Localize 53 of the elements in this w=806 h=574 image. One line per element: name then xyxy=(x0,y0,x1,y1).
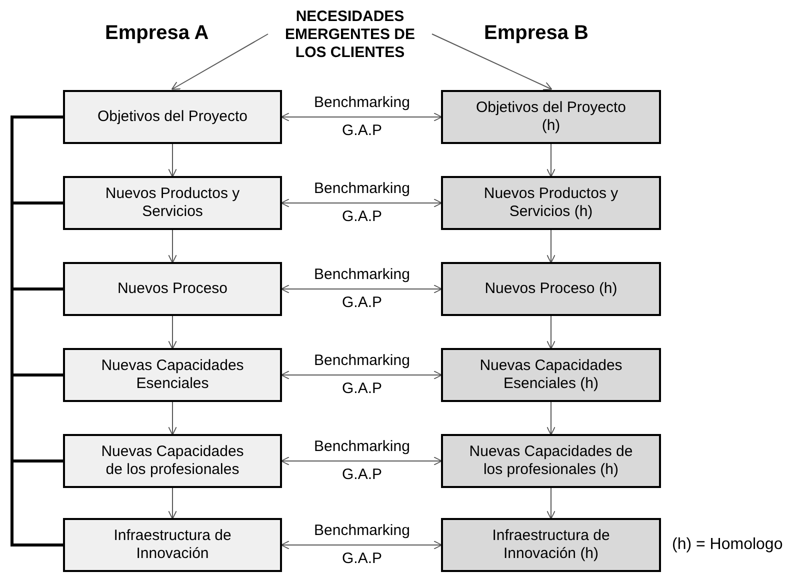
gap-label: G.A.P xyxy=(340,466,383,484)
gap-label: G.A.P xyxy=(340,294,383,312)
process-box xyxy=(441,518,661,572)
box-text: NECESIDADES EMERGENTES DE LOS CLIENTES xyxy=(284,8,416,62)
box-text: Nuevos Productos y Servicios (h) xyxy=(482,185,620,221)
column-heading: Empresa A xyxy=(105,21,209,45)
process-box xyxy=(441,90,661,144)
bracket-line xyxy=(10,116,63,546)
arrow xyxy=(546,488,556,520)
arrow xyxy=(280,198,442,208)
process-box xyxy=(63,262,282,316)
arrow xyxy=(168,230,177,264)
note-text: (h) = Homologo xyxy=(672,535,783,555)
box-text: Nuevos Proceso xyxy=(117,280,228,298)
arrow xyxy=(168,316,177,350)
arrow xyxy=(546,316,556,350)
gap-label: G.A.P xyxy=(340,208,383,226)
process-box xyxy=(441,176,661,230)
box-text: Nuevos Productos y Servicios xyxy=(104,185,241,221)
column-heading: Empresa B xyxy=(484,21,588,45)
arrow xyxy=(171,34,268,90)
box-text: Infraestructura de Innovación (h) xyxy=(491,527,611,563)
arrow xyxy=(546,144,556,178)
process-box xyxy=(441,434,661,488)
process-box xyxy=(63,348,282,402)
box-text: Objetivos del Proyecto (h) xyxy=(474,99,628,135)
gap-label: G.A.P xyxy=(340,550,383,568)
arrow xyxy=(168,402,177,436)
arrow xyxy=(432,34,552,90)
box-text: Nuevas Capacidades de los profesionales xyxy=(100,443,245,479)
arrow xyxy=(546,230,556,264)
process-box xyxy=(63,518,282,572)
process-box xyxy=(63,434,282,488)
arrow xyxy=(280,284,442,294)
arrow xyxy=(168,488,177,520)
gap-label: G.A.P xyxy=(340,380,383,398)
process-box xyxy=(63,176,282,230)
arrow xyxy=(280,370,442,380)
arrow xyxy=(546,402,556,436)
box-text: Infraestructura de Innovación xyxy=(112,527,232,563)
box-text: Objetivos del Proyecto xyxy=(97,108,248,126)
arrow xyxy=(168,144,177,178)
gap-label: G.A.P xyxy=(340,122,383,140)
arrow xyxy=(280,112,442,122)
box-text: Nuevas Capacidades de los profesionales (h) xyxy=(468,443,634,479)
box-text: Nuevas Capacidades Esenciales (h) xyxy=(478,357,624,393)
arrow xyxy=(280,540,442,550)
process-box xyxy=(441,262,661,316)
box-text: Nuevos Proceso (h) xyxy=(484,280,618,298)
process-box xyxy=(441,348,661,402)
arrow xyxy=(280,456,442,466)
box-text: Nuevas Capacidades Esenciales xyxy=(100,357,245,393)
process-box xyxy=(63,90,282,144)
